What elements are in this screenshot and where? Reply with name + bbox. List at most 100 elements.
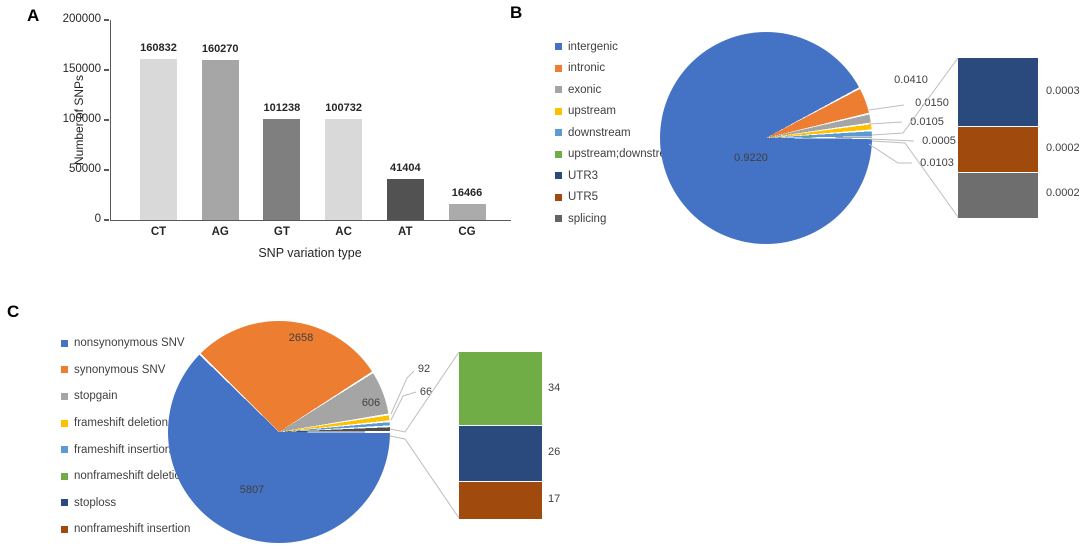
- legend-label: nonframeshift insertion: [74, 523, 191, 536]
- pie-c-label-nonsynonymous: 5807: [239, 484, 265, 496]
- panel-c-letter: C: [7, 302, 20, 321]
- legend-label: frameshift deletion: [74, 417, 168, 430]
- legend-item-utr5: UTR5: [555, 187, 682, 209]
- legend-label: UTR5: [568, 191, 599, 204]
- x-tick-label: AG: [211, 226, 229, 238]
- panel-a-letter: A: [27, 6, 40, 25]
- legend-label: frameshift insertion: [74, 443, 172, 456]
- breakout-segment-utr5: [958, 126, 1038, 173]
- legend-label: nonframeshift deletion: [74, 470, 188, 483]
- breakout-segment-splicing: [958, 171, 1038, 218]
- legend-label: intronic: [568, 62, 606, 75]
- breakout-segment-value: 26: [548, 446, 561, 459]
- pie-b-label-upstream: 0.0105: [910, 116, 944, 128]
- legend-swatch: [555, 64, 562, 72]
- y-tick-label: 200000: [62, 13, 101, 25]
- legend-swatch: [555, 107, 562, 115]
- legend-item-upstream: upstream: [555, 101, 682, 123]
- pie-c-label-frameshift-insertion: 66: [419, 386, 433, 398]
- x-tick-label: GT: [273, 226, 290, 238]
- bar-AT: [386, 178, 424, 220]
- breakout-segment-nonframeshift-deletion: [459, 352, 542, 426]
- bar-AG: [201, 59, 239, 220]
- legend-swatch: [555, 150, 562, 158]
- x-tick-label: CT: [150, 226, 167, 238]
- legend-label: upstream;downstream: [568, 148, 682, 161]
- pie-b-label-upstream-downstream: 0.0005: [922, 135, 956, 147]
- legend-item-nonsynonymous-snv: nonsynonymous SNV: [61, 330, 190, 357]
- legend-item-stopgain: stopgain: [61, 383, 190, 410]
- legend-swatch: [61, 366, 68, 374]
- legend-swatch: [61, 472, 68, 480]
- legend-label: intergenic: [568, 40, 618, 53]
- legend-item-nonframeshift-insertion: nonframeshift insertion: [61, 516, 190, 543]
- pie-b: [660, 32, 872, 244]
- breakout-segment-nonframeshift-insertion: [459, 481, 542, 519]
- y-tick-label: 50000: [69, 163, 101, 175]
- x-tick-label: AT: [398, 226, 413, 238]
- legend-swatch: [61, 339, 68, 347]
- legend-swatch: [555, 86, 562, 94]
- pie-c-label-frameshift-deletion: 92: [417, 363, 431, 375]
- pie-b-label-intronic: 0.0410: [894, 74, 928, 86]
- legend-label: upstream: [568, 105, 616, 118]
- legend-swatch: [61, 392, 68, 400]
- y-tick-mark: [104, 19, 109, 21]
- bar-value-label: 100732: [325, 102, 362, 115]
- bar-CG: [448, 203, 486, 220]
- legend-swatch: [555, 215, 562, 223]
- y-tick-label: 0: [94, 213, 101, 225]
- y-tick-mark: [104, 169, 109, 171]
- legend-label: stoploss: [74, 496, 117, 509]
- breakout-segment-value: 0.0002: [1046, 187, 1080, 200]
- legend-item-frameshift-deletion: frameshift deletion: [61, 410, 190, 437]
- legend-label: UTR3: [568, 169, 599, 182]
- pie-b-label-intergenic: 0.9220: [734, 152, 768, 164]
- bar-value-label: 160832: [140, 42, 177, 55]
- legend-item-frameshift-insertion: frameshift insertion: [61, 436, 190, 463]
- pie-c-legend: nonsynonymous SNV synonymous SNV stopgain f…: [61, 330, 190, 543]
- pie-c-label-synonymous: 2658: [288, 332, 314, 344]
- bar-CT: [140, 59, 177, 220]
- y-tick-mark: [104, 69, 109, 71]
- legend-label: nonsynonymous SNV: [74, 337, 185, 350]
- breakout-segment-value: 0.0002: [1046, 141, 1080, 154]
- pie-c: [168, 321, 390, 543]
- legend-swatch: [61, 499, 68, 507]
- legend-swatch: [555, 43, 562, 51]
- legend-swatch: [61, 419, 68, 427]
- legend-item-upstream-downstream: upstream;downstream: [555, 144, 682, 166]
- y-tick-mark: [104, 219, 109, 221]
- legend-swatch: [555, 193, 562, 201]
- y-tick-mark: [104, 119, 109, 121]
- legend-swatch: [61, 446, 68, 454]
- legend-label: splicing: [568, 212, 607, 225]
- legend-item-intronic: intronic: [555, 58, 682, 80]
- pie-b-label-downstream: 0.0103: [920, 157, 954, 169]
- bar-value-label: 16466: [451, 186, 483, 199]
- legend-item-exonic: exonic: [555, 79, 682, 101]
- legend-item-nonframeshift-deletion: nonframeshift deletion: [61, 463, 190, 490]
- x-tick-label: CG: [458, 226, 476, 238]
- pie-c-label-stopgain: 606: [361, 397, 381, 409]
- bar-value-label: 41404: [390, 161, 421, 174]
- bar-AC: [325, 119, 363, 220]
- breakout-segment-stoploss: [459, 425, 542, 483]
- pie-b-legend: intergenic intronic exonic upstream downstre…: [555, 36, 682, 230]
- legend-item-utr3: UTR3: [555, 165, 682, 187]
- x-axis-title: SNP variation type: [258, 246, 362, 260]
- bar-value-label: 160270: [201, 42, 239, 55]
- legend-item-stoploss: stoploss: [61, 490, 190, 517]
- legend-swatch: [61, 525, 68, 533]
- legend-item-synonymous-snv: synonymous SNV: [61, 357, 190, 384]
- pie-b-label-exonic: 0.0150: [915, 97, 949, 109]
- legend-label: exonic: [568, 83, 602, 96]
- legend-item-downstream: downstream: [555, 122, 682, 144]
- y-tick-label: 150000: [62, 63, 101, 75]
- legend-swatch: [555, 172, 562, 180]
- legend-label: stopgain: [74, 390, 118, 403]
